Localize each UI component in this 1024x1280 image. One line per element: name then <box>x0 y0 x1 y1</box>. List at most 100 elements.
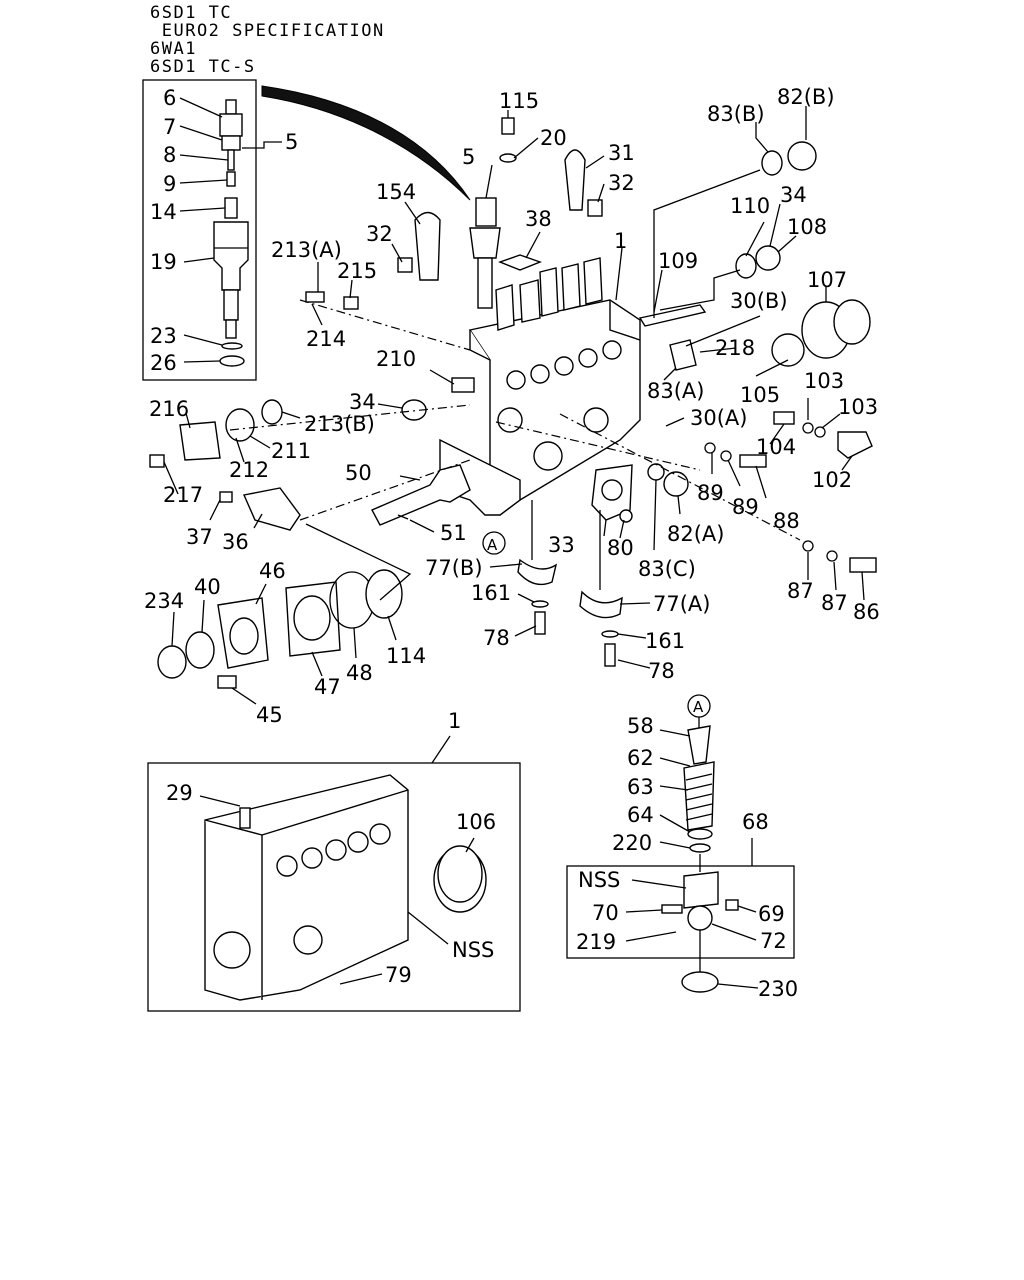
callout-30b: 30(B) <box>730 289 788 313</box>
callout-32-top: 32 <box>608 171 635 195</box>
callout-108: 108 <box>787 215 827 239</box>
callout-63: 63 <box>627 775 654 799</box>
callout-64: 64 <box>627 803 654 827</box>
callout-80: 80 <box>607 536 634 560</box>
callout-58: 58 <box>627 714 654 738</box>
callout-217: 217 <box>163 483 203 507</box>
callout-23: 23 <box>150 324 177 348</box>
callout-5-detail: 5 <box>285 130 298 154</box>
header-line-4: 6SD1 TC-S <box>150 57 256 77</box>
callout-40: 40 <box>194 575 221 599</box>
callout-77b: 77(B) <box>425 556 483 580</box>
tappet-assembly-box <box>566 865 795 959</box>
callout-51: 51 <box>440 521 467 545</box>
callout-103-right: 103 <box>838 395 878 419</box>
callout-86: 86 <box>853 600 880 624</box>
callout-109: 109 <box>658 249 698 273</box>
callout-19: 19 <box>150 250 177 274</box>
callout-1-detail: 1 <box>448 709 461 733</box>
callout-88: 88 <box>773 509 800 533</box>
callout-79: 79 <box>385 963 412 987</box>
callout-110: 110 <box>730 194 770 218</box>
callout-7: 7 <box>163 115 176 139</box>
callout-115: 115 <box>499 89 539 113</box>
callout-104: 104 <box>756 435 796 459</box>
misc-parts <box>149 141 877 718</box>
callout-48: 48 <box>346 661 373 685</box>
callout-72: 72 <box>760 929 787 953</box>
pump-housing-detail-box <box>147 762 521 1012</box>
callout-83c: 83(C) <box>638 557 696 581</box>
callout-102: 102 <box>812 468 852 492</box>
callout-78-a: 78 <box>483 626 510 650</box>
detail-pointer-arrow <box>261 85 471 201</box>
callout-83b: 83(B) <box>707 102 765 126</box>
callout-62: 62 <box>627 746 654 770</box>
callout-220: 220 <box>612 831 652 855</box>
callout-161-a: 161 <box>471 581 511 605</box>
tappet-assembly-parts <box>661 725 739 993</box>
callout-46: 46 <box>259 559 286 583</box>
callout-212: 212 <box>229 458 269 482</box>
callout-a-ref-1: A <box>487 536 498 554</box>
callout-31: 31 <box>608 141 635 165</box>
callout-234: 234 <box>144 589 184 613</box>
callout-214: 214 <box>306 327 346 351</box>
callout-29: 29 <box>166 781 193 805</box>
callout-45: 45 <box>256 703 283 727</box>
callout-213b: 213(B) <box>304 412 375 436</box>
callout-34-right: 34 <box>780 183 807 207</box>
header-line-1: 6SD1 TC <box>150 3 233 23</box>
callout-68: 68 <box>742 810 769 834</box>
callout-89-b: 89 <box>732 495 759 519</box>
callout-154: 154 <box>376 180 416 204</box>
callout-114: 114 <box>386 644 426 668</box>
callout-211: 211 <box>271 439 311 463</box>
callout-36: 36 <box>222 530 249 554</box>
lower-housing-detail <box>204 774 487 1001</box>
callout-69: 69 <box>758 902 785 926</box>
callout-26: 26 <box>150 351 177 375</box>
callout-106: 106 <box>456 810 496 834</box>
callout-47: 47 <box>314 675 341 699</box>
callout-89-a: 89 <box>697 481 724 505</box>
callout-labels: 6 7 8 9 5 14 19 23 26 115 20 5 31 32 154… <box>144 85 880 1001</box>
callout-50: 50 <box>345 461 372 485</box>
callout-14: 14 <box>150 200 177 224</box>
callout-5: 5 <box>462 145 475 169</box>
callout-33: 33 <box>548 533 575 557</box>
callout-230: 230 <box>758 977 798 1001</box>
diagram-header: 6SD1 TC EURO2 SPECIFICATION 6WA1 6SD1 TC… <box>150 4 385 76</box>
callout-210: 210 <box>376 347 416 371</box>
callout-34-left: 34 <box>349 390 376 414</box>
header-line-2: EURO2 SPECIFICATION <box>150 21 385 41</box>
callout-70: 70 <box>592 901 619 925</box>
callout-32-left: 32 <box>366 222 393 246</box>
delivery-valve-holder-parts <box>213 99 249 367</box>
callout-9: 9 <box>163 172 176 196</box>
callout-20: 20 <box>540 126 567 150</box>
callout-82b: 82(B) <box>777 85 835 109</box>
callout-87-a: 87 <box>787 579 814 603</box>
callout-103-top: 103 <box>804 369 844 393</box>
header-line-3: 6WA1 <box>150 39 197 59</box>
delivery-valve-detail-box <box>142 79 257 381</box>
callout-219: 219 <box>576 930 616 954</box>
callout-161-b: 161 <box>645 629 685 653</box>
assembly-center-lines <box>229 169 801 972</box>
callout-105: 105 <box>740 383 780 407</box>
callout-30a: 30(A) <box>690 406 747 430</box>
callout-216: 216 <box>149 397 189 421</box>
mounted-delivery-valve <box>469 117 517 309</box>
callout-78-b: 78 <box>648 659 675 683</box>
callout-37: 37 <box>186 525 213 549</box>
callout-87-b: 87 <box>821 591 848 615</box>
callout-213a: 213(A) <box>271 238 342 262</box>
callout-107: 107 <box>807 268 847 292</box>
callout-nss-housing: NSS <box>452 938 494 962</box>
leader-lines <box>163 97 865 989</box>
callout-8: 8 <box>163 143 176 167</box>
callout-6: 6 <box>163 86 176 110</box>
callout-38: 38 <box>525 207 552 231</box>
